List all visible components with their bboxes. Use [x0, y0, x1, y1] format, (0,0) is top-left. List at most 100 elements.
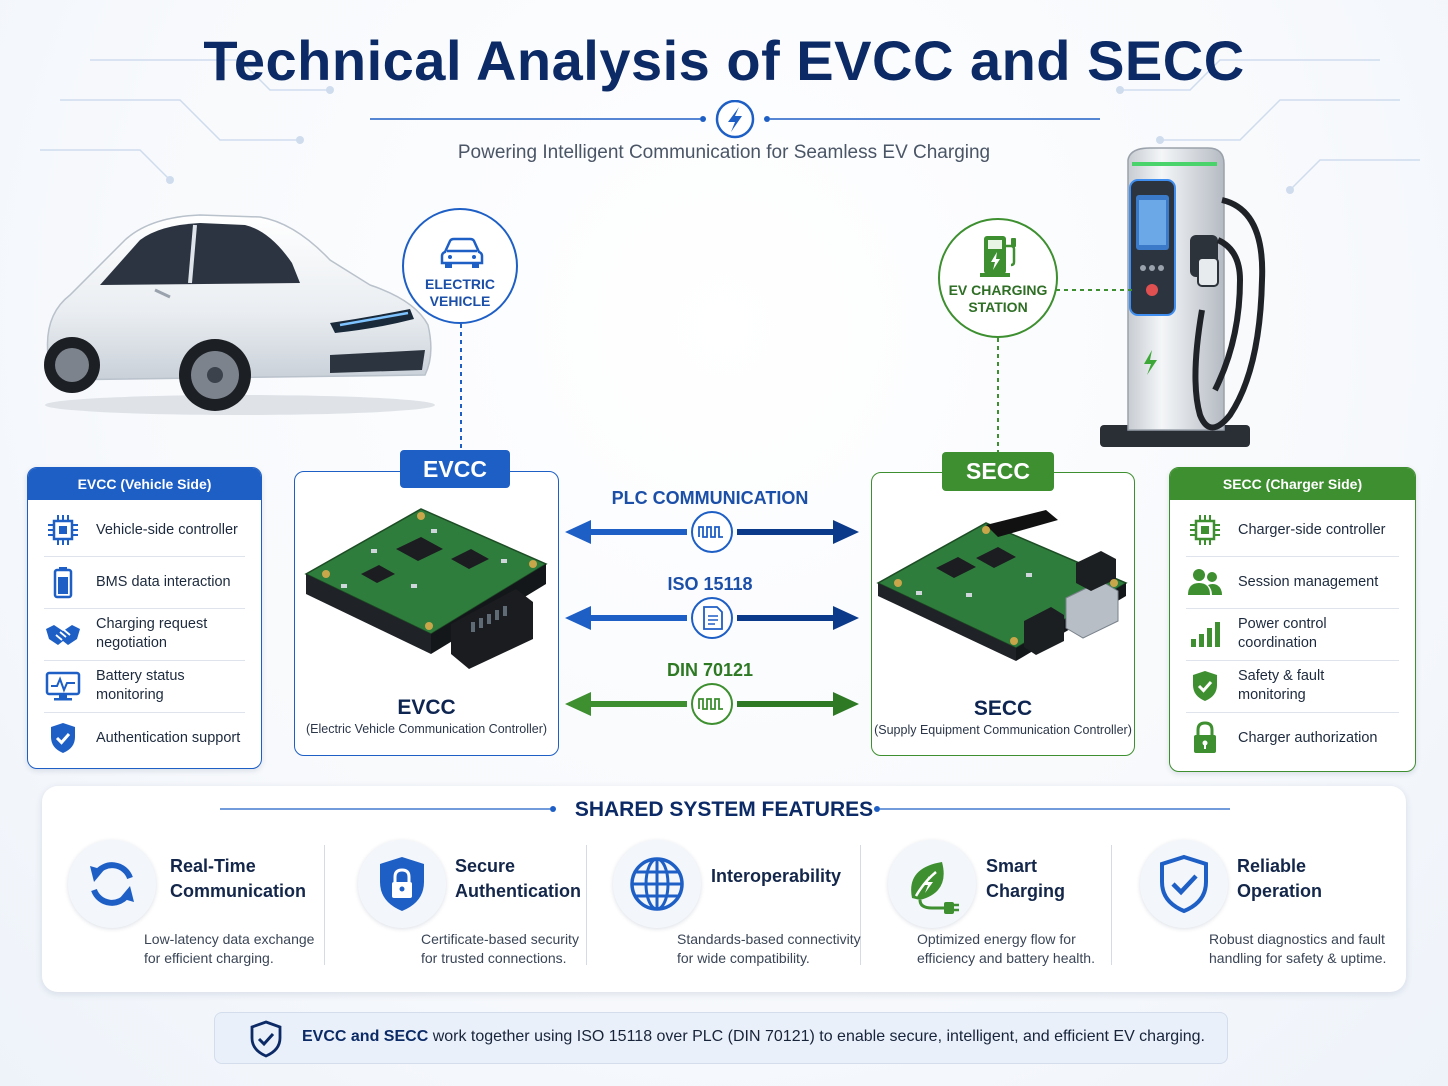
secc-panel-item: Charger authorization [1186, 712, 1399, 764]
page-title: Technical Analysis of EVCC and SECC [203, 29, 1245, 92]
secc-item-label: Charger-side controller [1238, 521, 1386, 538]
feature-name: Interoperability [711, 866, 842, 886]
summary-banner [214, 1012, 1228, 1064]
battery-icon [44, 563, 82, 601]
monitor-pulse-icon [44, 667, 82, 705]
summary-text: EVCC and SECC work together using ISO 15… [302, 1028, 1205, 1046]
evcc-vehicle-side-panel: EVCC (Vehicle Side) Vehicle-side control… [27, 467, 262, 769]
evcc-badge: EVCC [400, 450, 510, 488]
secc-description: (Supply Equipment Communication Controll… [874, 723, 1132, 737]
secc-controller-card: SECC (Supply Equipment Communication Con… [871, 472, 1135, 756]
secc-name: SECC [973, 697, 1033, 720]
evcc-panel-item: BMS data interaction [44, 556, 245, 609]
vehicle-connector-line [460, 324, 462, 452]
evcc-item-label: BMS data interaction [96, 573, 231, 590]
din-double-arrow [565, 683, 859, 725]
plc-double-arrow [565, 511, 859, 553]
chip-icon [1186, 511, 1224, 549]
lock-icon [1186, 719, 1224, 757]
title-divider [370, 100, 1100, 139]
protocol-iso-label: ISO 15118 [667, 574, 753, 594]
evcc-item-label: Battery status monitoring [96, 668, 185, 703]
chip-icon [44, 511, 82, 549]
evcc-panel-item: Battery status monitoring [44, 660, 245, 713]
feature-icon-circle [888, 840, 976, 928]
evcc-panel-item: Vehicle-side controller [44, 504, 245, 557]
evcc-controller-card: EVCC (Electric Vehicle Communication Con… [294, 471, 559, 756]
secc-item-label: Charger authorization [1238, 729, 1378, 746]
evcc-description: (Electric Vehicle Communication Controll… [305, 722, 548, 736]
secc-item-label: Safety & fault monitoring [1238, 668, 1325, 703]
users-icon [1186, 563, 1224, 601]
vehicle-node-line1: ELECTRIC [425, 276, 495, 292]
evcc-panel-header: EVCC (Vehicle Side) [28, 468, 261, 500]
fuel-pump-charger-icon [980, 236, 1016, 277]
station-lightning-icon [1144, 350, 1157, 375]
vehicle-node-line2: VEHICLE [429, 293, 491, 309]
station-connector-line-v [997, 338, 999, 454]
shared-features-title: SHARED SYSTEM FEATURES [574, 798, 874, 821]
secc-panel-item: Charger-side controller [1186, 504, 1399, 557]
secc-panel-item: Safety & fault monitoring [1186, 660, 1399, 713]
shared-features-title-line [220, 806, 1230, 812]
protocol-din-label: DIN 70121 [666, 660, 754, 680]
station-node-line1: EV CHARGING [948, 282, 1048, 298]
evcc-panel-item: Authentication support [44, 712, 245, 764]
sync-icon [90, 862, 134, 906]
shield-check-icon [250, 1020, 282, 1058]
feature-icon-circle [68, 840, 156, 928]
handshake-icon [44, 615, 82, 653]
ev-charging-station-node: EV CHARGING STATION [938, 218, 1058, 338]
iso-double-arrow [565, 597, 859, 639]
leaf-plug-icon [911, 862, 959, 914]
secc-panel-item: Power control coordination [1186, 608, 1399, 661]
station-connector-line-h [1056, 289, 1132, 291]
shield-check-icon [44, 719, 82, 757]
document-icon [703, 606, 723, 630]
evcc-item-label: Authentication support [96, 729, 241, 746]
protocol-plc-label: PLC COMMUNICATION [611, 488, 809, 508]
secc-item-label: Session management [1238, 573, 1379, 590]
electric-car-image [44, 214, 435, 415]
signal-wave-icon [698, 698, 723, 710]
station-node-line2: STATION [968, 299, 1028, 315]
electric-vehicle-node: ELECTRIC VEHICLE [402, 208, 518, 324]
lightning-icon [728, 107, 742, 132]
shield-check-icon [1160, 854, 1208, 914]
secc-badge: SECC [942, 452, 1054, 491]
secc-charger-side-panel: SECC (Charger Side) Charger-side control… [1169, 467, 1416, 772]
shield-lock-icon [380, 857, 424, 911]
feature-icon-circle [613, 840, 701, 928]
feature-icon-circle [1140, 840, 1228, 928]
car-icon [440, 237, 484, 268]
secc-panel-header: SECC (Charger Side) [1170, 468, 1415, 500]
page-subtitle: Powering Intelligent Communication for S… [457, 142, 991, 163]
evcc-board-image [304, 508, 548, 669]
evcc-item-label: Charging request negotiation [96, 616, 208, 651]
bar-chart-icon [1186, 615, 1224, 653]
summary-body: work together using ISO 15118 over PLC (… [428, 1028, 1205, 1045]
summary-bold-lead: EVCC and SECC [302, 1028, 429, 1045]
secc-panel-item: Session management [1186, 556, 1399, 609]
evcc-panel-item: Charging request negotiation [44, 608, 245, 661]
charging-station-image [1100, 147, 1266, 447]
signal-wave-icon [698, 526, 723, 538]
evcc-item-label: Vehicle-side controller [96, 521, 238, 538]
shield-check-icon [1186, 667, 1224, 705]
secc-board-image [876, 510, 1128, 661]
evcc-name: EVCC [397, 696, 456, 719]
secc-item-label: Power control coordination [1238, 616, 1327, 651]
feature-icon-circle [358, 840, 446, 928]
globe-icon [630, 857, 684, 911]
